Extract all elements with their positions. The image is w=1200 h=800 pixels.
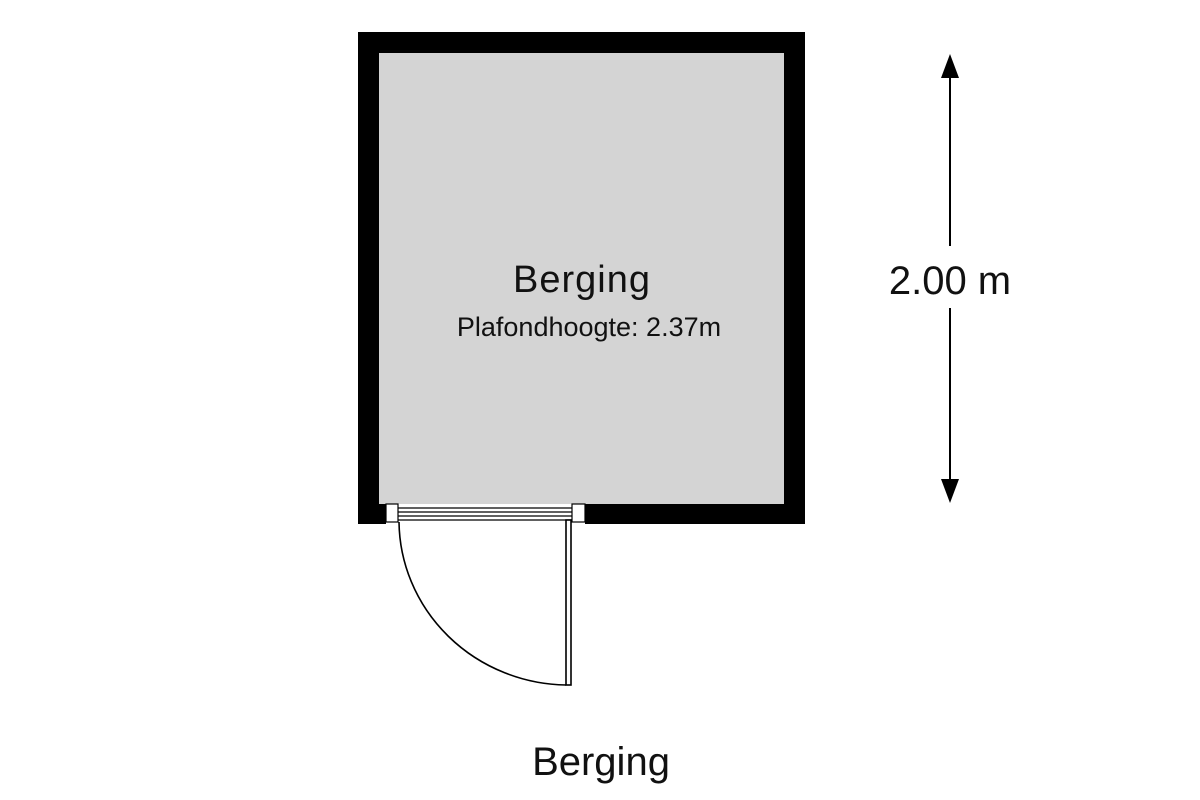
arrow-down-icon (941, 479, 959, 503)
arrow-up-icon (941, 54, 959, 78)
door-jamb-right (571, 503, 586, 523)
wall-left (358, 32, 379, 524)
wall-bottom-left (358, 504, 386, 524)
door-swing-arc (398, 521, 567, 686)
wall-bottom-right (585, 504, 805, 524)
wall-top (358, 32, 805, 53)
walls (358, 32, 805, 524)
door-jamb-left (385, 503, 399, 523)
door-leaf (565, 519, 572, 686)
room-name: Berging (513, 259, 651, 301)
dimension-arrow (941, 54, 959, 503)
wall-right (784, 32, 805, 524)
room-floor (379, 53, 784, 504)
plan-title: Berging (532, 740, 670, 784)
door (398, 519, 572, 686)
door-threshold (385, 503, 586, 523)
dimension-label: 2.00 m (889, 259, 1011, 303)
ceiling-height: Plafondhoogte: 2.37m (457, 312, 721, 342)
